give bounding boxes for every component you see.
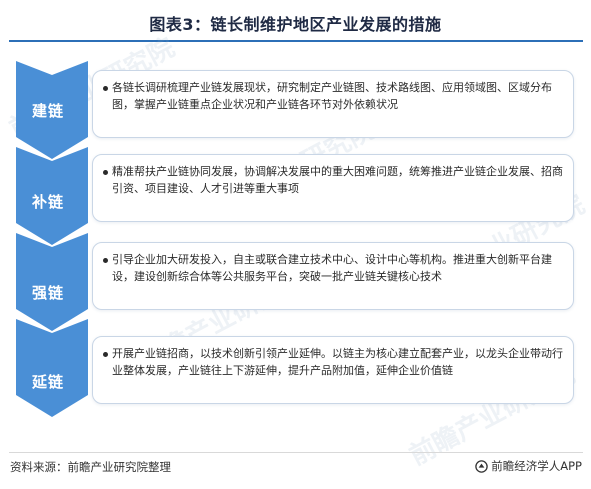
bullet-icon (103, 86, 108, 91)
step-description: 各链长调研梳理产业链发展现状，研究制定产业链图、技术路线图、应用领域图、区域分布… (112, 81, 552, 111)
chevron-arrow-icon (16, 233, 88, 331)
step-description-card: 引导企业加大研发投入，自主或联合建立技术中心、设计中心等机构。推进重大创新平台建… (92, 242, 574, 310)
diagram-title: 图表3：链长制维护地区产业发展的措施 (149, 15, 442, 34)
chevron-arrow-icon (16, 61, 88, 159)
step-description-card: 精准帮扶产业链协同发展，协调解决发展中的重大困难问题，统筹推进产业链企业发展、招… (92, 154, 574, 222)
footer-divider (9, 452, 583, 453)
step-description: 引导企业加大研发投入，自主或联合建立技术中心、设计中心等机构。推进重大创新平台建… (112, 253, 552, 283)
bullet-icon (103, 258, 108, 263)
step-label: 延链 (31, 373, 64, 391)
title-divider (9, 40, 583, 42)
step-description: 精准帮扶产业链协同发展，协调解决发展中的重大困难问题，统筹推进产业链企业发展、招… (112, 165, 563, 195)
source-note: 资料来源：前瞻产业研究院整理 (10, 460, 171, 474)
chevron-arrow-icon (16, 147, 88, 245)
bullet-icon (103, 170, 108, 175)
step-label: 补链 (31, 193, 64, 211)
step-description-card: 各链长调研梳理产业链发展现状，研究制定产业链图、技术路线图、应用领域图、区域分布… (92, 70, 574, 138)
step-description: 开展产业链招商，以技术创新引领产业延伸。以链主为核心建立配套产业，以龙头企业带动… (112, 347, 563, 377)
bullet-icon (103, 352, 108, 357)
step-label: 建链 (31, 102, 64, 120)
chevron-arrow-icon (16, 319, 88, 417)
brand-name: 前瞻经济学人APP (491, 459, 582, 473)
brand-credit: 前瞻经济学人APP (475, 458, 582, 474)
step-label: 强链 (31, 284, 64, 302)
qianzhan-logo-icon (475, 459, 488, 473)
step-description-card: 开展产业链招商，以技术创新引领产业延伸。以链主为核心建立配套产业，以龙头企业带动… (92, 336, 574, 404)
